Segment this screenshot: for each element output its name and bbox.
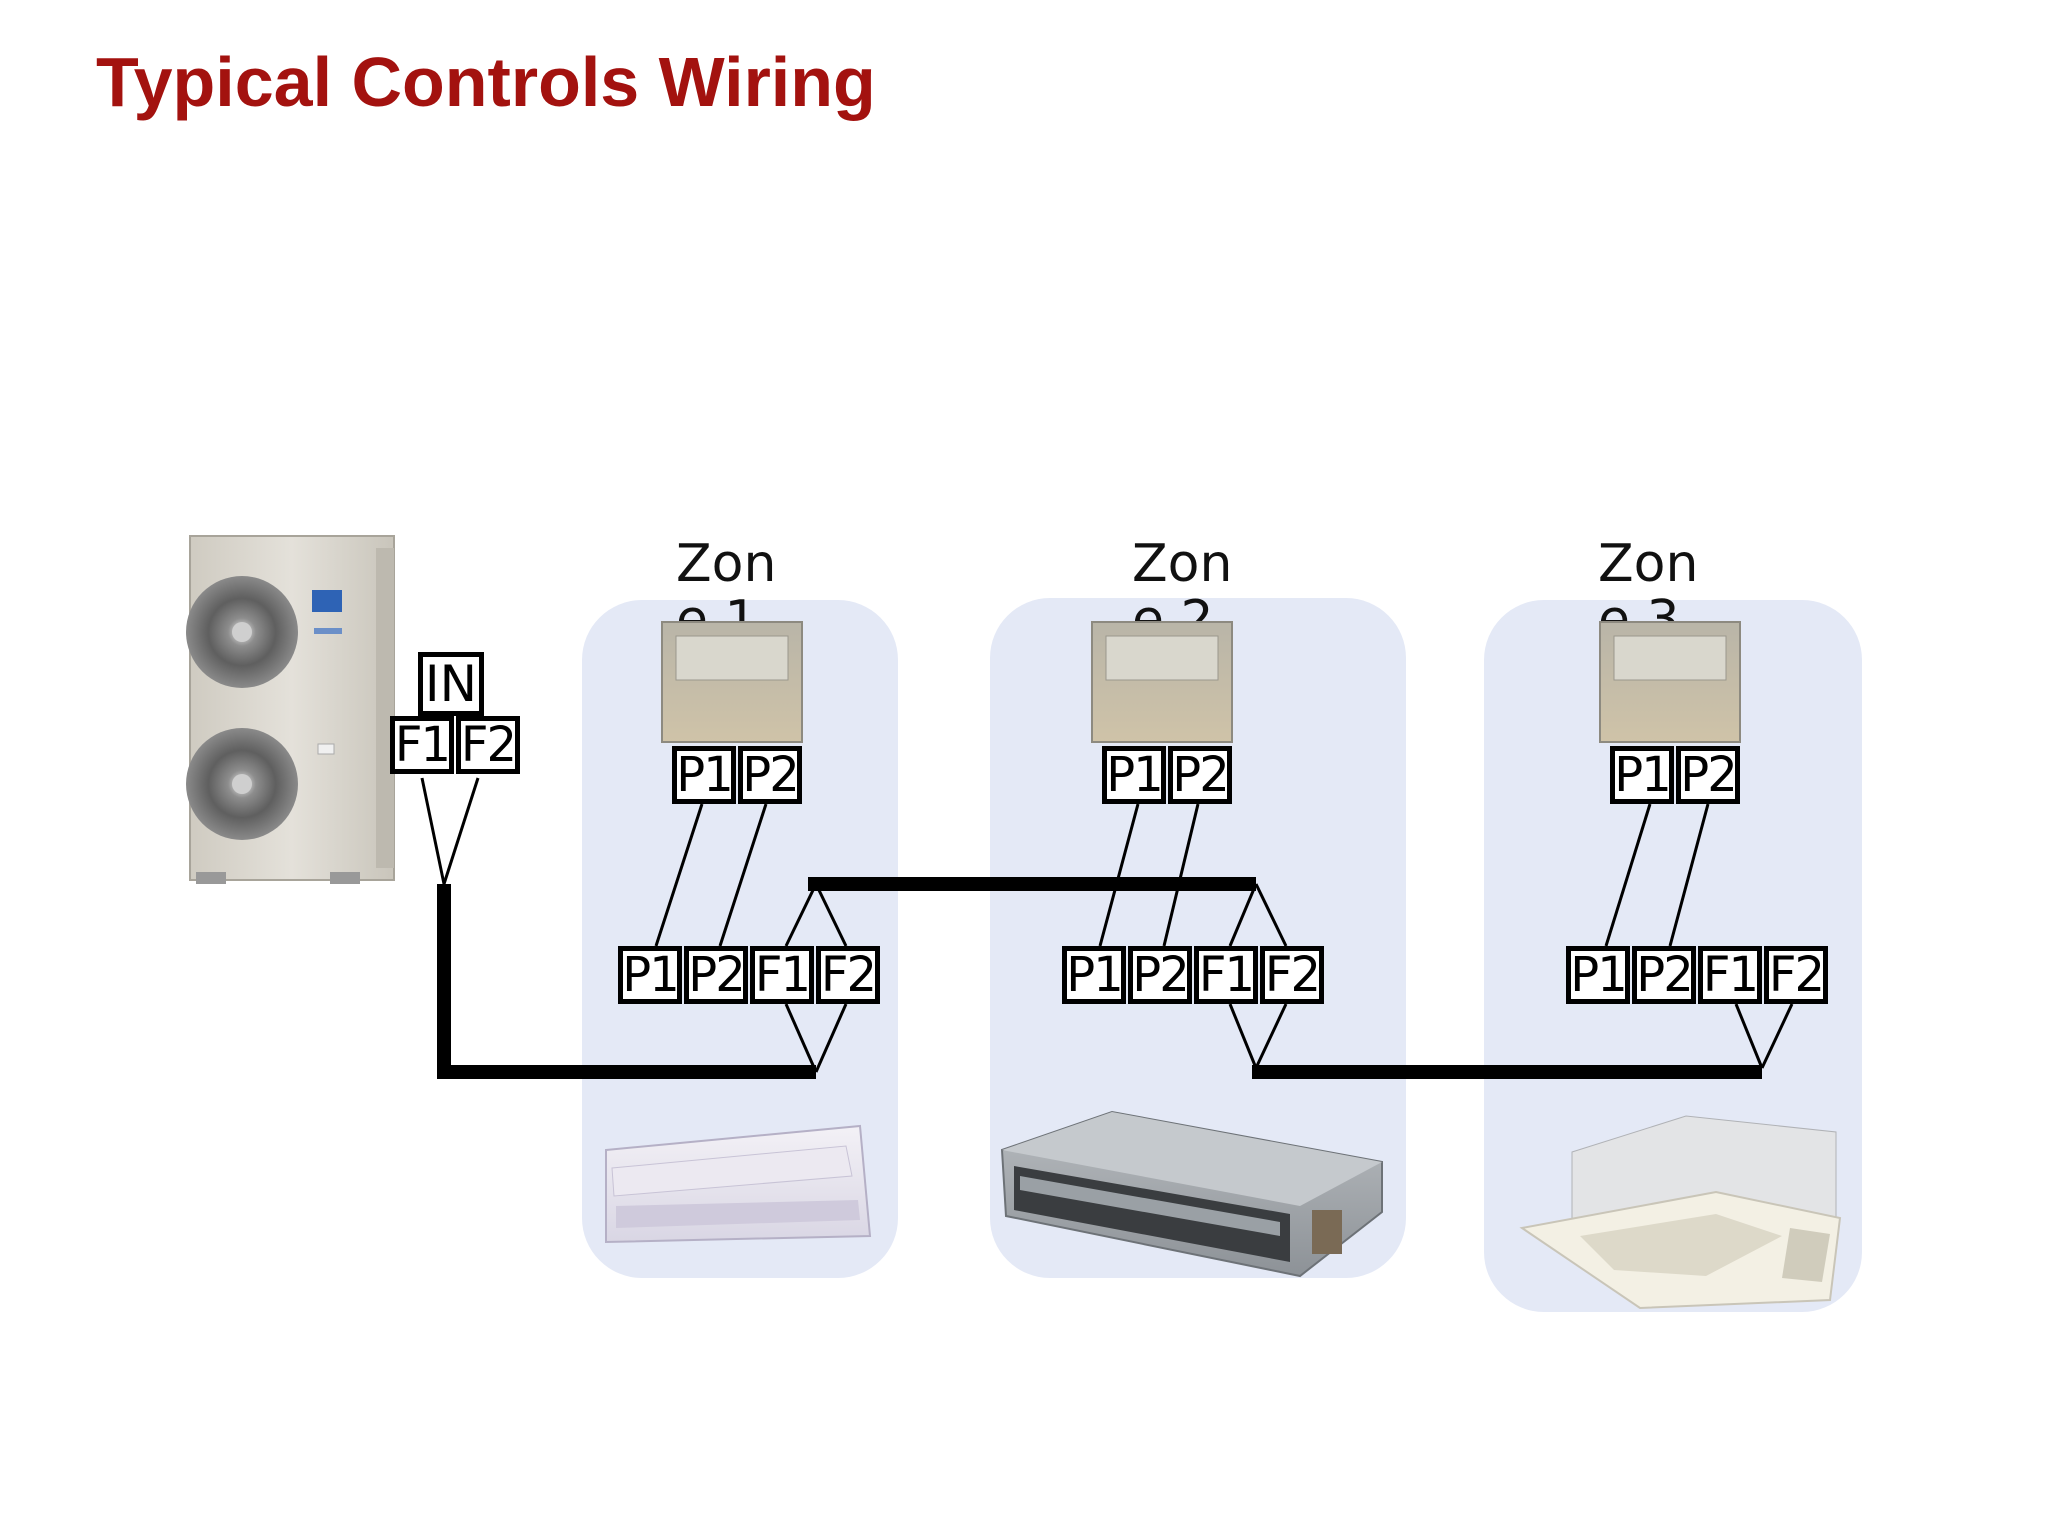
zone-3-controller-p2: P2 [1676, 746, 1740, 804]
zone-2-controller [1091, 621, 1233, 743]
zone-1-indoor-f2: F2 [816, 946, 880, 1004]
zone-1-controller [661, 621, 803, 743]
zone-3-indoor-terminals: P1 P2 F1 F2 [1566, 946, 1830, 1004]
zone-2-indoor-p2: P2 [1128, 946, 1192, 1004]
outdoor-terminal-f2: F2 [456, 716, 520, 774]
outdoor-in-terminal: IN [418, 652, 484, 716]
zone-2-controller-terminals: P1 P2 [1102, 746, 1234, 804]
zone-2-indoor-p1: P1 [1062, 946, 1126, 1004]
outdoor-unit [186, 535, 395, 884]
zone-1-controller-terminals: P1 P2 [672, 746, 804, 804]
ceiling-cassette-unit [1519, 1115, 1842, 1310]
zone-1-indoor-p2: P2 [684, 946, 748, 1004]
zone-1-label: Zone 1 [676, 534, 777, 650]
wires [420, 777, 1794, 1079]
zone-3-indoor-f1: F1 [1698, 946, 1762, 1004]
page-title: Typical Controls Wiring [96, 43, 876, 121]
outdoor-terminal-block: F1 F2 [390, 716, 522, 774]
outdoor-terminal-f1: F1 [390, 716, 454, 774]
wall-mounted-unit [605, 1124, 872, 1244]
zone-2-controller-p2: P2 [1168, 746, 1232, 804]
zone-2-indoor-f2: F2 [1260, 946, 1324, 1004]
zone-3-indoor-f2: F2 [1764, 946, 1828, 1004]
zone-1-indoor-terminals: P1 P2 F1 F2 [618, 946, 882, 1004]
zone-3-indoor-p2: P2 [1632, 946, 1696, 1004]
zone-1-controller-p1: P1 [672, 746, 736, 804]
zone-1-indoor-p1: P1 [618, 946, 682, 1004]
zone-2-indoor-f1: F1 [1194, 946, 1258, 1004]
zone-3-controller-terminals: P1 P2 [1610, 746, 1742, 804]
zone-3-indoor-p1: P1 [1566, 946, 1630, 1004]
ducted-unit [1000, 1110, 1383, 1278]
zone-2-controller-p1: P1 [1102, 746, 1166, 804]
zone-1-indoor-f1: F1 [750, 946, 814, 1004]
zone-2-indoor-terminals: P1 P2 F1 F2 [1062, 946, 1326, 1004]
zone-3-controller-p1: P1 [1610, 746, 1674, 804]
zone-1-controller-p2: P2 [738, 746, 802, 804]
zone-3-controller [1599, 621, 1741, 743]
